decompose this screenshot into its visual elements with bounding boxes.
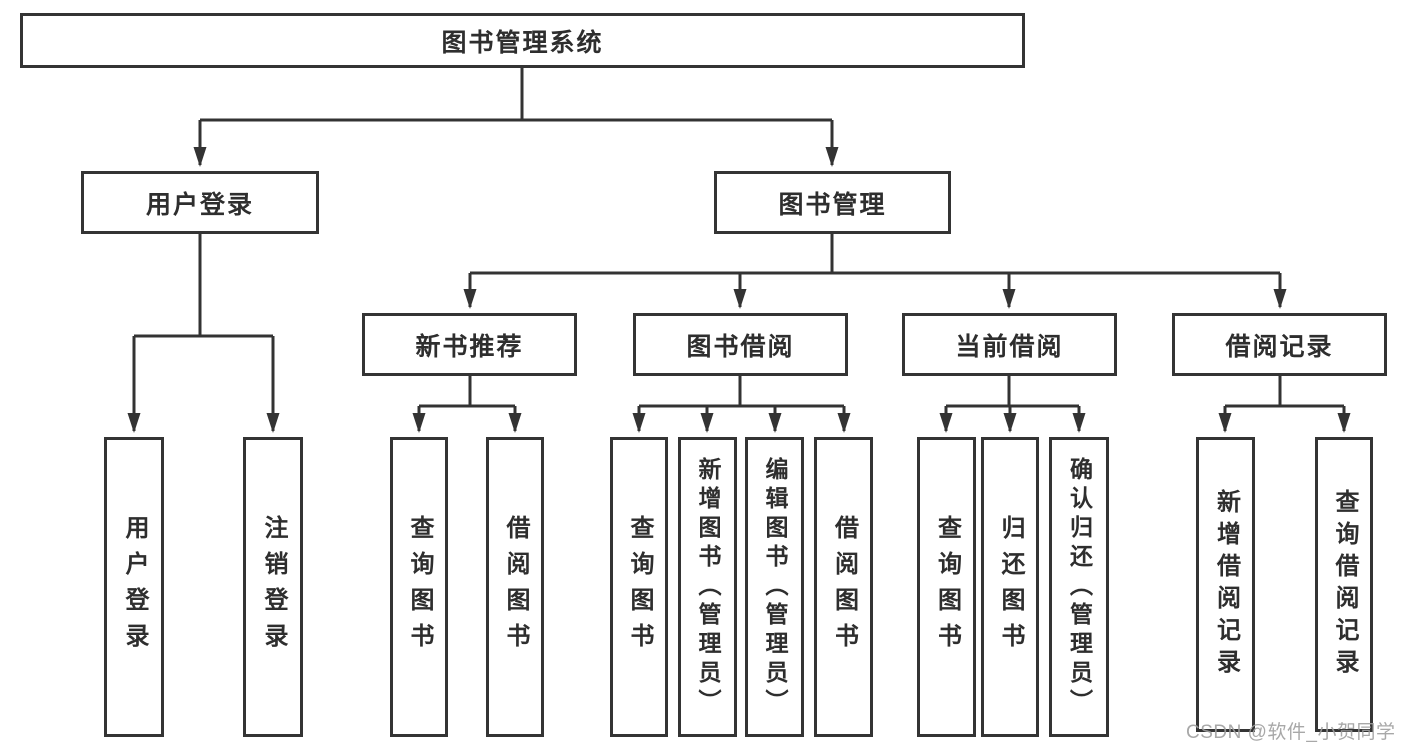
leaf-borrow-books-1-label: 借阅图书 (502, 515, 529, 659)
leaf-borrow-books-1: 借阅图书 (486, 437, 544, 737)
leaf-query-borrow-record: 查询借阅记录 (1315, 437, 1373, 732)
leaf-add-borrow-record: 新增借阅记录 (1196, 437, 1255, 732)
leaf-add-borrow-record-label: 新增借阅记录 (1212, 488, 1240, 681)
leaf-borrow-books-2-label: 借阅图书 (830, 515, 858, 659)
leaf-confirm-return-admin: 确认归还（管理员） (1049, 437, 1109, 737)
leaf-query-books-2: 查询图书 (610, 437, 668, 737)
node-user-login: 用户登录 (81, 171, 319, 234)
leaf-edit-books-admin-label: 编辑图书（管理员） (762, 456, 788, 718)
leaf-query-books-1: 查询图书 (390, 437, 448, 737)
leaf-query-borrow-record-label: 查询借阅记录 (1331, 488, 1358, 681)
leaf-logout: 注销登录 (243, 437, 303, 737)
node-new-book-recommend-label: 新书推荐 (415, 332, 524, 361)
leaf-user-login: 用户登录 (104, 437, 164, 737)
leaf-query-books-1-label: 查询图书 (406, 515, 433, 659)
node-borrow-records: 借阅记录 (1172, 313, 1387, 376)
node-user-login-label: 用户登录 (145, 190, 254, 219)
node-book-management: 图书管理 (714, 171, 951, 234)
leaf-query-books-3: 查询图书 (917, 437, 976, 737)
leaf-user-login-label: 用户登录 (121, 515, 148, 659)
node-root: 图书管理系统 (20, 13, 1025, 68)
leaf-query-books-3-label: 查询图书 (933, 515, 961, 659)
node-new-book-recommend: 新书推荐 (362, 313, 577, 376)
csdn-watermark: CSDN @软件_小贺同学 (1186, 722, 1396, 743)
node-current-borrow: 当前借阅 (902, 313, 1117, 376)
leaf-add-books-admin: 新增图书（管理员） (678, 437, 737, 737)
node-book-borrow-label: 图书借阅 (686, 332, 795, 361)
node-root-label: 图书管理系统 (441, 28, 604, 57)
leaf-add-books-admin-label: 新增图书（管理员） (695, 456, 721, 718)
node-borrow-records-label: 借阅记录 (1225, 332, 1334, 361)
node-book-borrow: 图书借阅 (633, 313, 848, 376)
leaf-edit-books-admin: 编辑图书（管理员） (745, 437, 804, 737)
leaf-confirm-return-admin-label: 确认归还（管理员） (1066, 456, 1093, 718)
leaf-logout-label: 注销登录 (260, 515, 287, 659)
leaf-return-books: 归还图书 (981, 437, 1039, 737)
node-current-borrow-label: 当前借阅 (955, 332, 1064, 361)
leaf-borrow-books-2: 借阅图书 (814, 437, 873, 737)
node-book-management-label: 图书管理 (778, 190, 887, 219)
leaf-return-books-label: 归还图书 (997, 515, 1024, 659)
leaf-query-books-2-label: 查询图书 (626, 515, 653, 659)
